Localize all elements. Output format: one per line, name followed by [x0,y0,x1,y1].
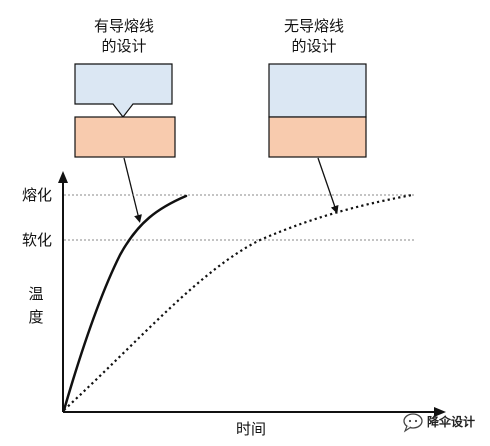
right-caption-line1: 无导熔线 [284,17,344,35]
right-pointer-arrow [317,157,339,214]
y-axis-arrowhead [58,171,68,183]
left-caption-line1: 有导熔线 [94,17,154,35]
x-axis-title: 时间 [236,420,266,438]
fuse-design-curve [62,194,188,412]
melt-label: 熔化 [22,186,52,204]
left-bottom-block [74,116,176,158]
left-pointer-arrow [123,157,142,223]
watermark-chat-icon [403,413,423,433]
left-caption-line2: 的设计 [101,37,146,55]
y-axis-title-line2: 度 [28,308,43,326]
watermark: 降伞设计 [403,413,475,433]
no-fuse-design-curve [63,193,413,411]
right-caption-line2: 的设计 [291,37,336,55]
x-axis-arrowhead [434,407,446,417]
y-axis-title-line1: 温 [28,285,43,303]
left-top-block [74,63,173,118]
right-top-block [268,63,367,118]
soften-label: 软化 [22,231,52,249]
watermark-text: 降伞设计 [427,414,475,429]
right-bottom-block [268,116,367,158]
